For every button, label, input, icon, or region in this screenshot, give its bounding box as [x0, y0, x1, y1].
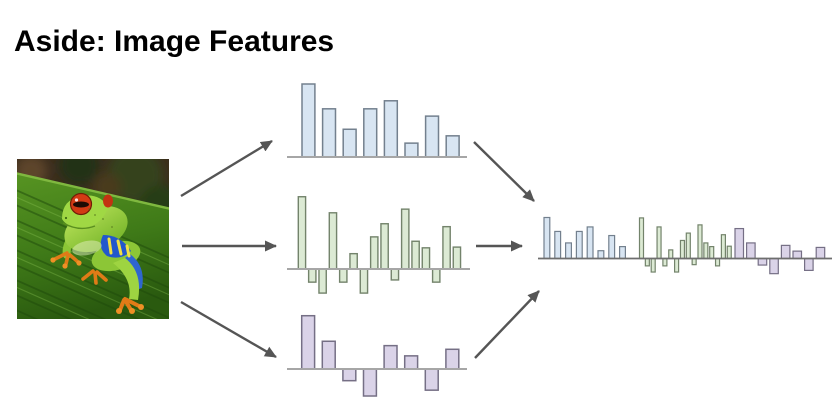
bar: [780, 244, 791, 260]
concatenated-feature-vector: [538, 216, 832, 275]
bar: [757, 257, 768, 266]
bar: [745, 242, 756, 260]
bar: [307, 268, 317, 283]
bar: [734, 227, 745, 260]
bar: [369, 236, 379, 270]
bar: [411, 240, 420, 270]
bar: [618, 246, 626, 260]
bar: [815, 246, 826, 260]
bar: [321, 108, 337, 158]
bar: [543, 216, 551, 260]
bar: [452, 246, 462, 270]
bar: [445, 348, 460, 370]
bar: [349, 252, 358, 270]
bar: [803, 257, 814, 271]
bar: [662, 257, 668, 267]
bar: [554, 230, 562, 260]
bar: [404, 142, 419, 158]
bar: [424, 115, 440, 158]
bar: [564, 242, 572, 260]
bar: [383, 344, 398, 370]
bar: [297, 196, 307, 270]
bar: [431, 268, 441, 283]
bar: [321, 340, 336, 370]
bar: [650, 257, 656, 273]
bar: [424, 368, 439, 391]
frog-image: [17, 159, 169, 319]
bar: [390, 268, 400, 281]
bar: [608, 234, 616, 260]
bar: [597, 250, 605, 260]
bar: [685, 232, 691, 260]
bar: [400, 208, 410, 270]
bar: [342, 368, 357, 382]
bar: [363, 108, 378, 158]
bar: [300, 314, 316, 370]
bar: [703, 242, 709, 260]
arrow-image-to-histogram-blue: [180, 139, 273, 198]
bar: [720, 234, 727, 260]
bar: [362, 368, 378, 397]
histogram-blue: [287, 83, 467, 158]
bar: [383, 100, 399, 158]
bar: [714, 257, 721, 267]
bar: [697, 224, 703, 260]
frog: [50, 192, 144, 314]
bar: [691, 257, 697, 266]
arrow-image-to-histogram-purple: [180, 300, 277, 359]
bar: [380, 223, 389, 270]
bar: [575, 230, 583, 260]
bar: [403, 355, 419, 370]
bar: [668, 249, 674, 260]
bar: [644, 257, 650, 267]
arrow-histogram-purple-to-vector: [474, 290, 540, 359]
bar: [679, 239, 686, 260]
bar: [792, 250, 803, 260]
bar: [342, 128, 357, 158]
bar: [726, 245, 732, 260]
bar: [301, 83, 316, 158]
bar: [328, 212, 338, 270]
bar: [338, 268, 348, 283]
bar: [638, 217, 645, 260]
bar: [769, 257, 779, 275]
bar: [673, 257, 680, 273]
bar: [709, 246, 715, 260]
bar: [359, 268, 369, 294]
page-title: Aside: Image Features: [14, 25, 335, 59]
bar: [586, 226, 594, 260]
bar: [421, 247, 431, 270]
arrow-histogram-blue-to-vector: [473, 141, 535, 202]
bar: [445, 135, 460, 158]
histogram-green: [287, 196, 470, 294]
bar: [656, 226, 662, 260]
histogram-purple: [287, 314, 467, 397]
bar: [318, 268, 327, 294]
bar: [442, 225, 451, 270]
